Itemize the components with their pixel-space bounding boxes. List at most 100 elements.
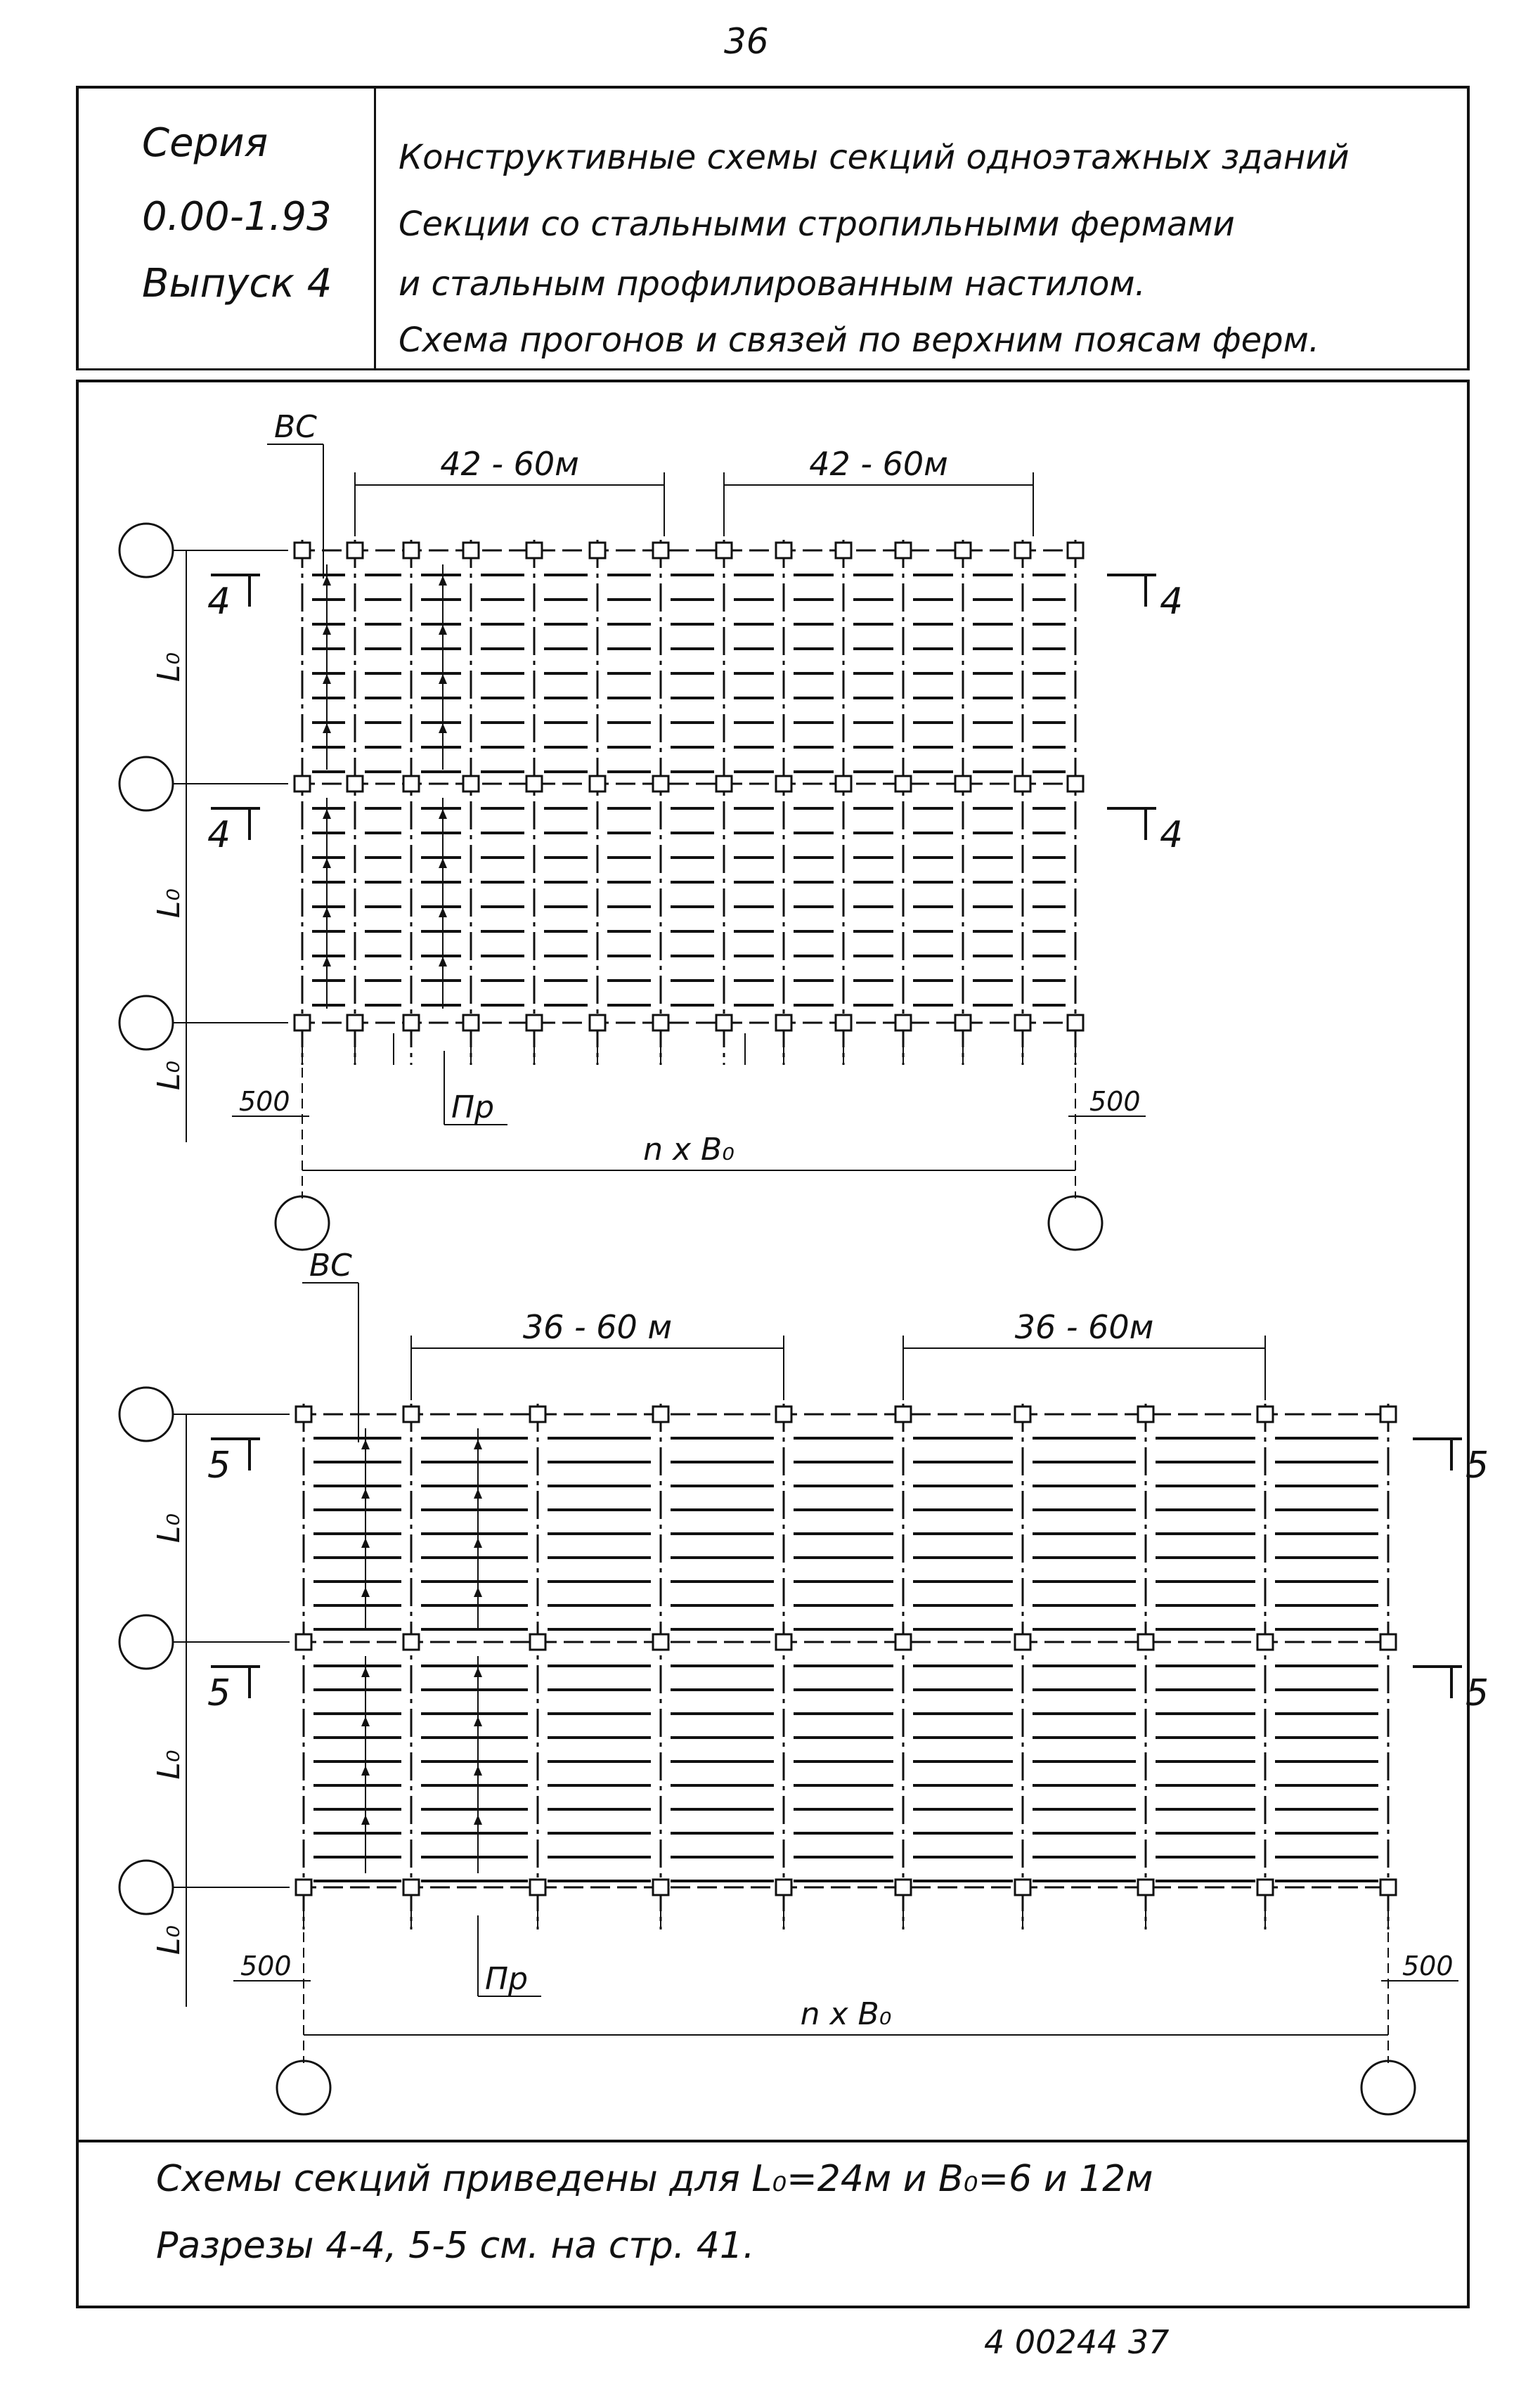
bracing-label: ВС [274,409,317,445]
purlin-node [652,1014,670,1032]
axis-bubble [118,1386,174,1442]
purlin-node [1014,541,1032,560]
purlin-node [402,1878,420,1896]
bracing-arrow [323,723,331,733]
purlin-node [1379,1405,1397,1423]
purlin-node [1066,541,1085,560]
axis-bubble [118,995,174,1051]
span-label-edge: L₀ [151,1061,187,1090]
title-line-3: и стальным профилированным настилом. [399,264,1146,304]
bracing-arrow [474,1538,482,1548]
purlin-node [402,1405,420,1423]
section-mark-right: 5 [1465,1444,1489,1487]
bracing-arrow [474,1489,482,1499]
bracing-arrow [361,1587,370,1597]
purlin-label: Пр [451,1090,494,1125]
bracing-arrow [474,1587,482,1597]
purlin-node [1137,1405,1155,1423]
bracing-arrow [361,1815,370,1825]
bracing-arrow [474,1766,482,1776]
purlin-node [1014,1014,1032,1032]
section-mark-right: 5 [1465,1672,1489,1714]
bracing-arrow [323,957,331,967]
purlin-node [894,1878,912,1896]
bracing-arrow [439,858,447,868]
span-label: L₀ [151,1750,187,1779]
issue-label: Выпуск 4 [142,261,332,306]
purlin-node [1066,1014,1085,1032]
series-label: Серия [142,120,268,166]
purlin-node [652,541,670,560]
axis-bubble [118,1614,174,1670]
dimension-label-left: 42 - 60м [440,445,579,483]
bracing-arrow [439,723,447,733]
purlin-node [1014,775,1032,793]
series-number: 0.00-1.93 [142,194,332,240]
total-width-label: n x B₀ [643,1132,735,1168]
purlin-node [652,775,670,793]
dimension-label-right: 42 - 60м [809,445,948,483]
purlin-node [402,775,420,793]
purlin-node [1014,1878,1032,1896]
purlin-node [954,775,972,793]
purlin-node [894,1405,912,1423]
dimension-label-right: 36 - 60м [1015,1308,1154,1346]
purlin-node [652,1633,670,1651]
bracing-arrow [439,674,447,684]
edge-offset-left: 500 [240,1951,292,1982]
purlin-node [462,775,480,793]
notes-block: Схемы секций приведены для L₀=24м и B₀=6… [76,2137,1470,2308]
title-line-2: Секции со стальными стропильными фермами [399,205,1235,244]
purlin-node [894,541,912,560]
drawing-frame [76,380,1470,2142]
purlin-node [775,541,793,560]
purlin-node [1137,1878,1155,1896]
notes-line-1: Схемы секций приведены для L₀=24м и B₀=6… [156,2158,1153,2200]
edge-offset-right: 500 [1089,1086,1141,1117]
purlin-node [834,541,853,560]
purlin-node [834,775,853,793]
purlin-node [834,1014,853,1032]
total-width-label: n x B₀ [801,1996,892,2032]
title-block: Серия 0.00-1.93 Выпуск 4 Конструктивные … [76,86,1470,370]
purlin-node [295,1878,313,1896]
purlin-node [1014,1633,1032,1651]
dimension-label-left: 36 - 60 м [523,1308,672,1346]
purlin-node [1256,1633,1274,1651]
purlin-node [346,1014,364,1032]
axis-bubble-bottom [1047,1195,1104,1251]
document-code: 4 00244 37 [984,2323,1170,2361]
bracing-arrow [323,674,331,684]
bracing-arrow [474,1717,482,1726]
bracing-arrow [361,1766,370,1776]
purlin-node [1137,1633,1155,1651]
bracing-arrow [361,1489,370,1499]
axis-bubble-bottom [276,2060,332,2116]
purlin-node [1014,1405,1032,1423]
section-mark-right: 4 [1160,581,1183,623]
bracing-arrow [323,576,331,586]
purlin-node [894,1014,912,1032]
bracing-label: ВС [309,1248,352,1284]
section-mark-left: 5 [207,1444,231,1487]
page-number: 36 [724,21,769,62]
purlin-node [715,1014,733,1032]
span-label: L₀ [151,652,187,682]
title-line-4: Схема прогонов и связей по верхним пояса… [399,321,1320,360]
axis-bubble-bottom [1360,2060,1416,2116]
purlin-node [954,1014,972,1032]
purlin-node [525,541,543,560]
purlin-node [894,1633,912,1651]
purlin-node [402,541,420,560]
bracing-arrow [474,1667,482,1677]
purlin-node [715,541,733,560]
notes-line-2: Разрезы 4-4, 5-5 см. на стр. 41. [156,2225,755,2267]
section-mark-left: 4 [207,581,231,623]
section-mark-right: 4 [1160,814,1183,856]
purlin-node [775,1405,793,1423]
purlin-node [295,1633,313,1651]
axis-bubble [118,522,174,578]
section-mark-left: 4 [207,814,231,856]
bracing-arrow [439,957,447,967]
